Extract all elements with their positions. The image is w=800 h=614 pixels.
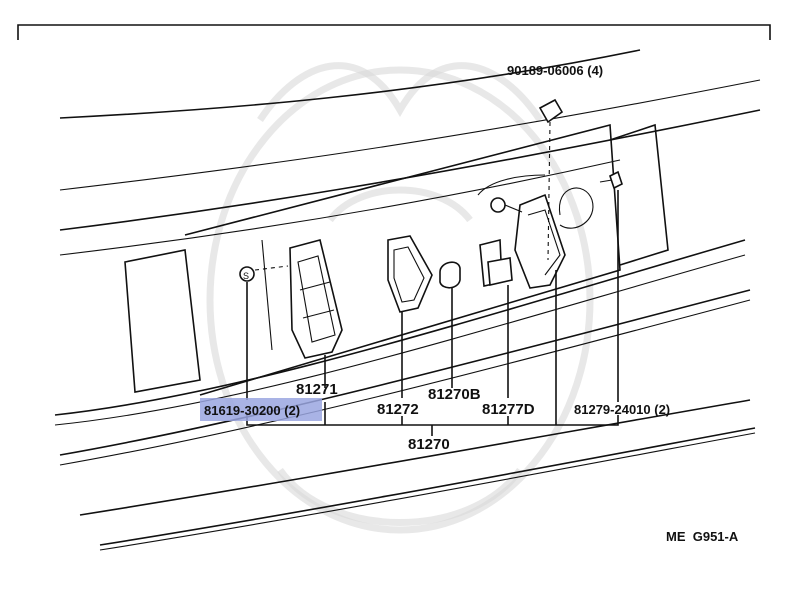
frame-bracket xyxy=(17,24,771,40)
screw-left-part: S xyxy=(239,265,289,282)
label-socket: 81277D xyxy=(482,401,535,418)
label-bulb: 81270B xyxy=(428,386,481,403)
label-assembly: 81270 xyxy=(408,436,450,453)
door-panel-outline xyxy=(54,49,761,551)
diagram-code: ME G951-A xyxy=(666,529,739,544)
label-screw-left: 81619-30200 (2) xyxy=(204,403,300,418)
label-bezel: 81272 xyxy=(377,401,419,418)
lamp-lens xyxy=(289,239,343,359)
bulb-socket xyxy=(477,174,594,289)
lamp-bulb xyxy=(439,261,461,289)
bolt-part xyxy=(538,98,564,261)
label-screw-right: 81279-24010 (2) xyxy=(574,402,670,417)
plate-recess xyxy=(124,123,669,396)
lamp-bezel xyxy=(387,235,433,313)
screw-right-part xyxy=(599,170,623,190)
label-bolt: 90189-06006 (4) xyxy=(507,63,603,78)
highlight-box xyxy=(200,398,322,421)
label-lens: 81271 xyxy=(296,381,338,398)
svg-text:S: S xyxy=(243,271,249,281)
